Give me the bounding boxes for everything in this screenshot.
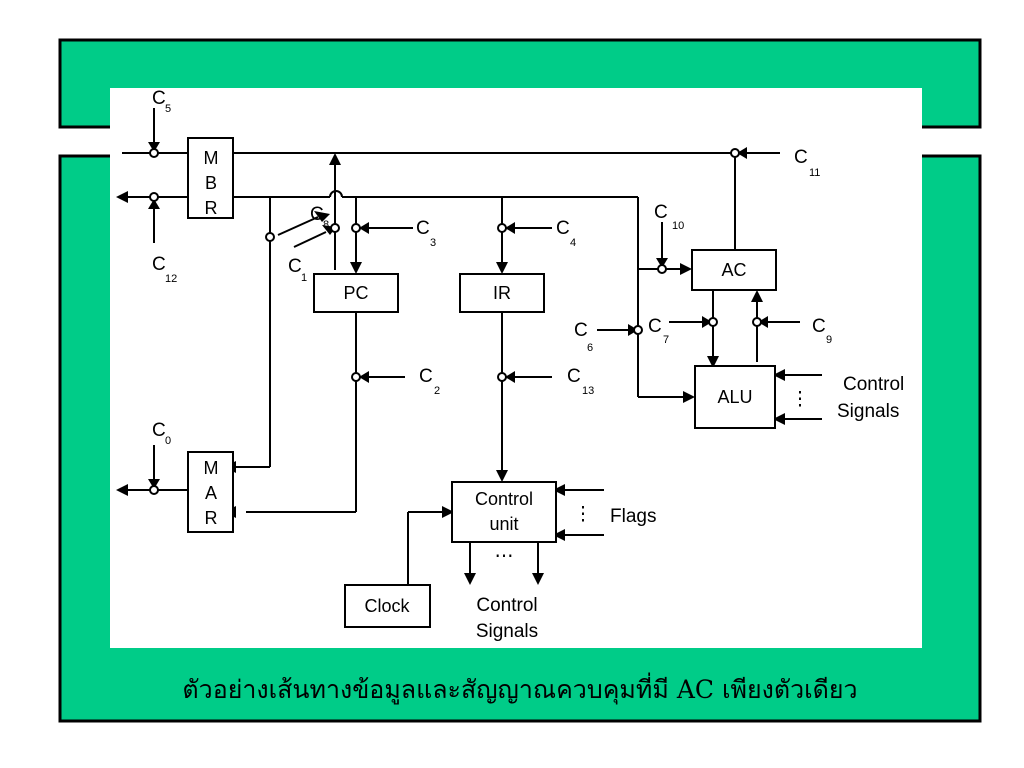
flags-label: Flags: [610, 506, 656, 527]
svg-text:Clock: Clock: [364, 596, 410, 616]
svg-text:13: 13: [582, 385, 594, 397]
signal-c10: C 10: [654, 202, 684, 232]
register-ir: IR: [459, 273, 545, 313]
svg-text:C: C: [654, 202, 668, 223]
signal-c4: C4: [556, 218, 576, 249]
clock: Clock: [344, 584, 431, 628]
svg-text:unit: unit: [489, 514, 518, 534]
svg-text:M: M: [204, 148, 219, 168]
signal-c6: C6: [574, 320, 593, 354]
alu-control-label-line2: Signals: [837, 401, 899, 422]
svg-text:R: R: [205, 508, 218, 528]
register-mar: M A R: [187, 451, 234, 533]
slide-caption: ตัวอย่างเส้นทางข้อมูลและสัญญาณควบคุมที่ม…: [182, 672, 857, 705]
control-gates: [149, 148, 762, 495]
svg-text:10: 10: [672, 220, 684, 232]
svg-text:R: R: [205, 198, 218, 218]
svg-text:C: C: [556, 218, 570, 239]
svg-text:8: 8: [323, 219, 329, 231]
svg-text:IR: IR: [493, 283, 511, 303]
signal-c1: C1: [288, 256, 307, 284]
svg-text:C: C: [288, 256, 302, 277]
svg-text:C: C: [416, 218, 430, 239]
svg-text:PC: PC: [343, 283, 368, 303]
svg-text:1: 1: [301, 272, 307, 284]
signal-c3: C3: [416, 218, 436, 249]
alu: ALU: [694, 365, 776, 429]
signal-c12: C12: [152, 254, 177, 285]
svg-text:C: C: [152, 254, 166, 275]
svg-text:11: 11: [809, 167, 820, 179]
register-ac: AC: [691, 249, 777, 291]
svg-text:7: 7: [663, 334, 669, 346]
signal-c7: C7: [648, 316, 669, 346]
register-pc: PC: [313, 273, 399, 313]
svg-text:C: C: [812, 316, 826, 337]
svg-text:C: C: [794, 147, 808, 168]
svg-text:9: 9: [826, 334, 832, 346]
register-mbr: M B R: [187, 137, 234, 219]
wires: [122, 108, 822, 585]
svg-text:A: A: [205, 483, 217, 503]
svg-text:C: C: [574, 320, 588, 341]
svg-text:C: C: [648, 316, 662, 337]
cu-output-ellipsis: ⋯: [495, 546, 514, 567]
svg-text:ALU: ALU: [717, 387, 752, 407]
svg-text:M: M: [204, 458, 219, 478]
svg-text:4: 4: [570, 237, 576, 249]
signal-c13: C13: [567, 366, 594, 397]
diagram-area: [110, 88, 922, 648]
cu-output-label-line2: Signals: [476, 621, 538, 642]
alu-ellipsis: ⋮: [791, 389, 810, 410]
svg-text:AC: AC: [721, 260, 746, 280]
alu-control-label-line1: Control: [843, 374, 904, 395]
svg-text:2: 2: [434, 385, 440, 397]
svg-text:B: B: [205, 173, 217, 193]
svg-text:C: C: [419, 366, 433, 387]
svg-text:0: 0: [165, 435, 171, 447]
signal-c11: C11: [794, 147, 820, 179]
svg-text:C: C: [152, 88, 166, 109]
svg-text:Control: Control: [475, 489, 533, 509]
arrowheads: [116, 142, 785, 585]
svg-text:6: 6: [587, 342, 593, 354]
control-unit: Control unit: [451, 481, 557, 543]
signal-c9: C9: [812, 316, 832, 346]
cu-output-label-line1: Control: [476, 595, 537, 616]
svg-text:C: C: [310, 204, 324, 225]
svg-text:12: 12: [165, 273, 177, 285]
svg-text:5: 5: [165, 103, 171, 115]
external-labels: Control Signals ⋮ Flags ⋮ ⋯ Control Sign…: [476, 374, 904, 642]
svg-text:C: C: [567, 366, 581, 387]
svg-text:C: C: [152, 420, 166, 441]
signal-c2: C2: [419, 366, 440, 397]
svg-text:3: 3: [430, 237, 436, 249]
flags-ellipsis: ⋮: [574, 504, 593, 525]
